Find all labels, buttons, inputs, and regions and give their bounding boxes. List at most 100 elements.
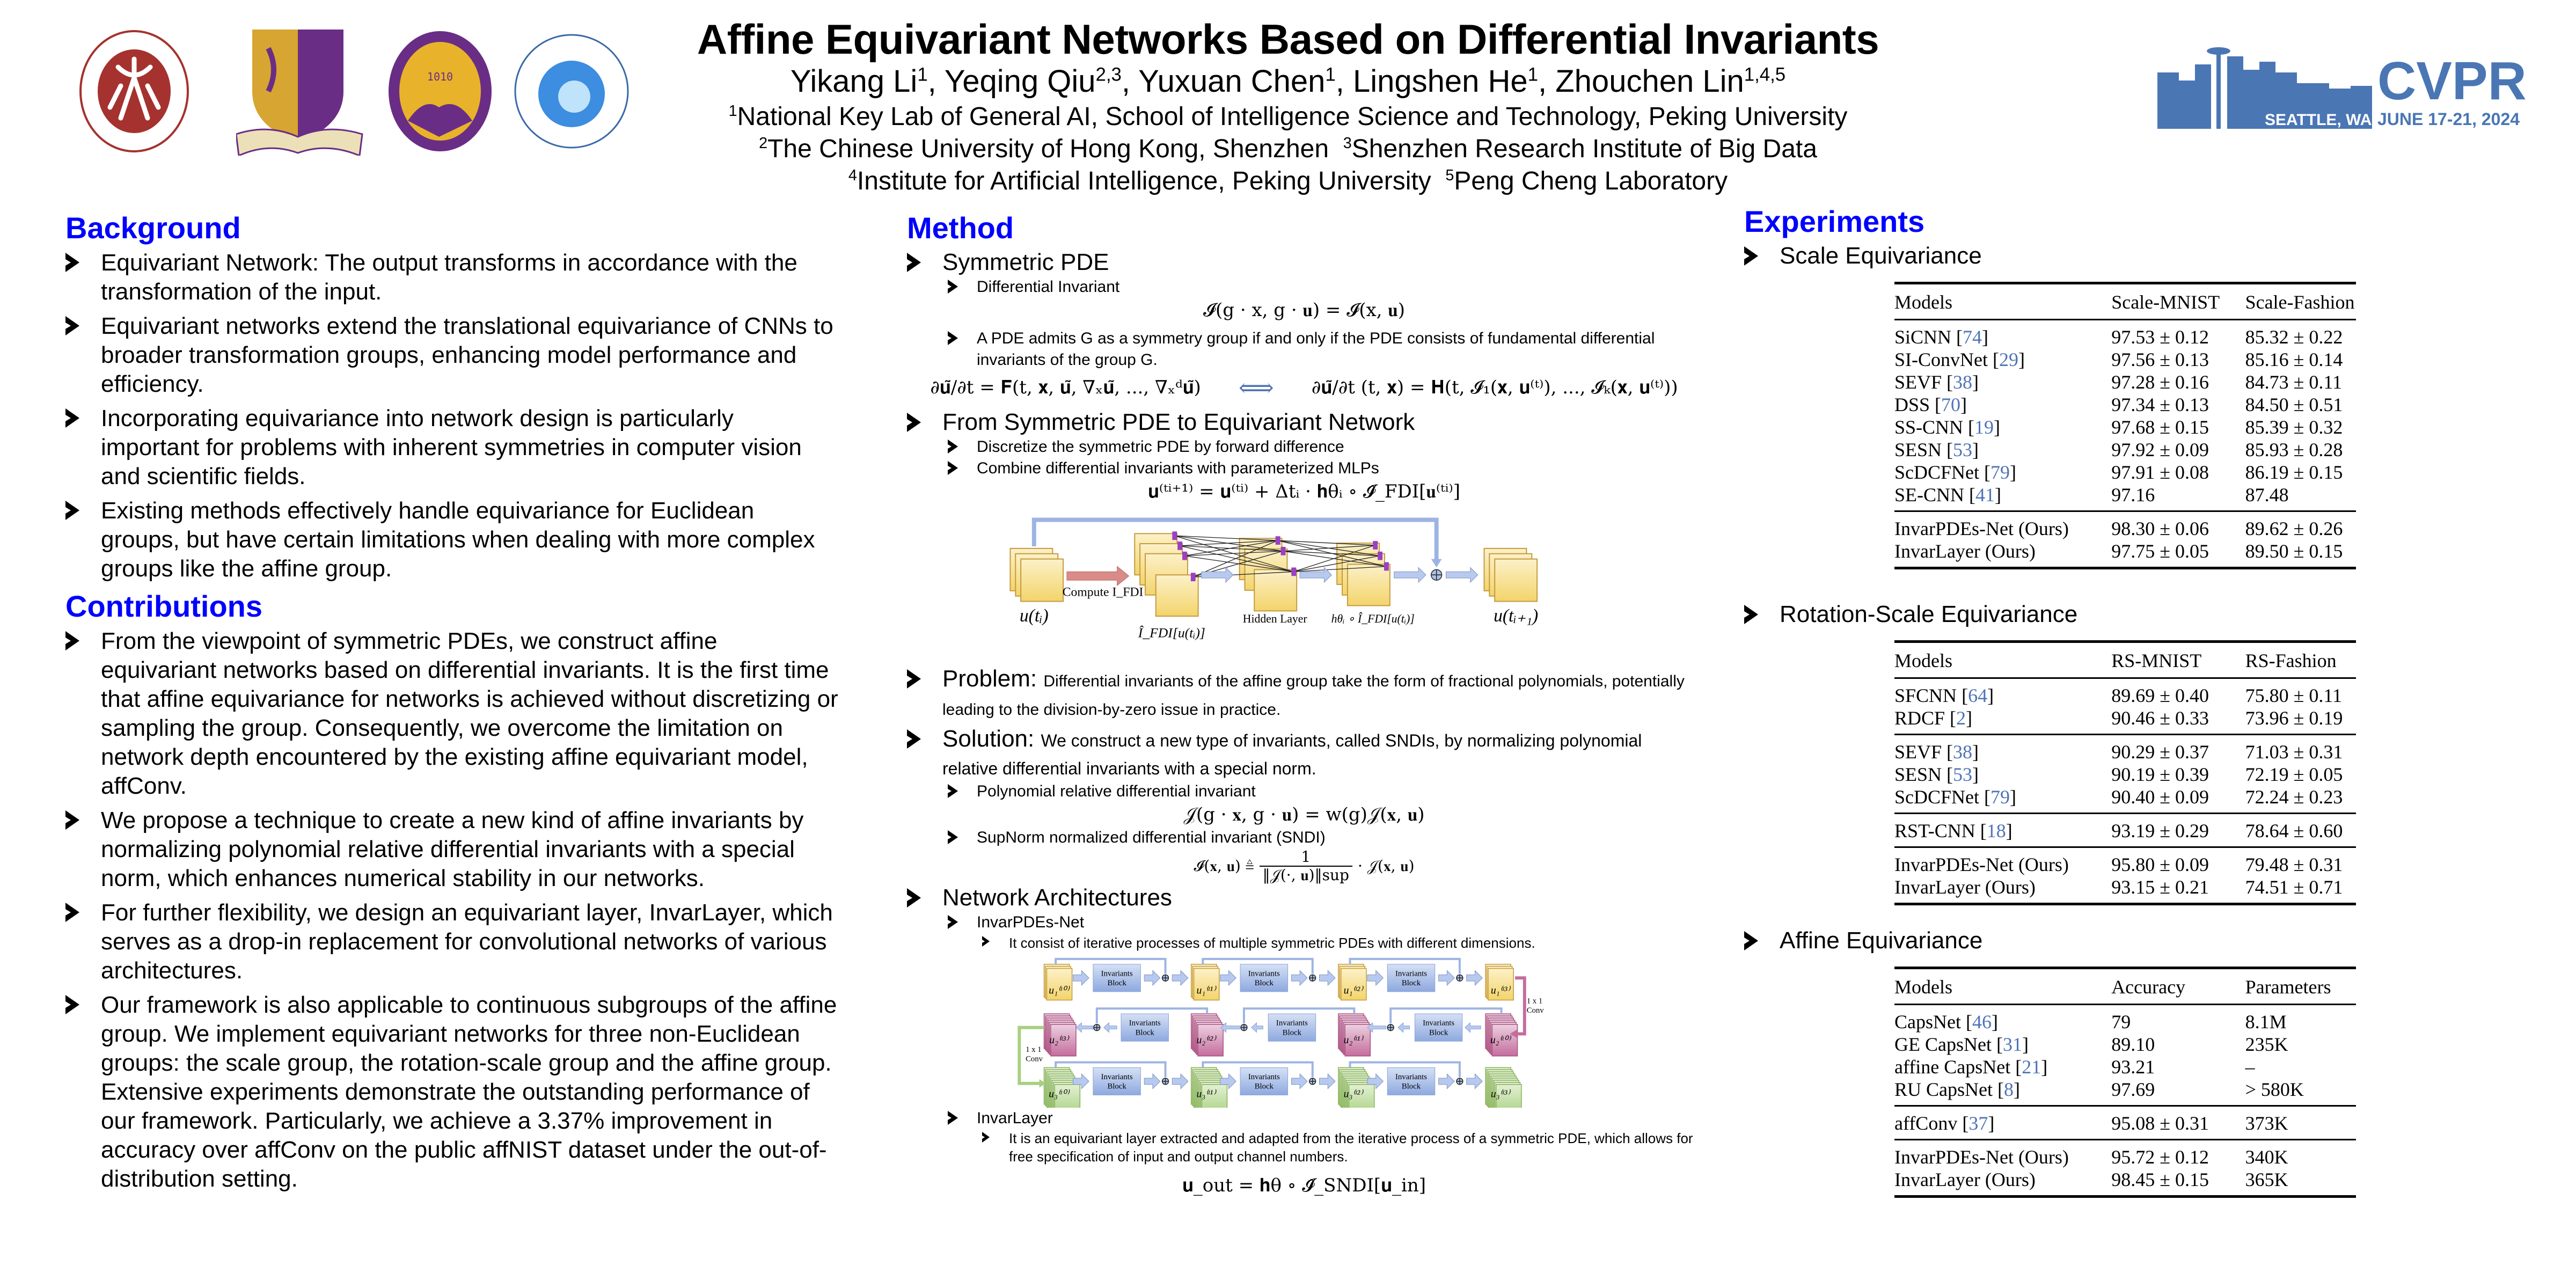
arrow-bullet-icon xyxy=(982,1132,990,1143)
arrow-bullet-icon xyxy=(948,1111,958,1125)
citation-link[interactable]: 31 xyxy=(2002,1034,2022,1055)
invarpdes-desc: It consist of iterative processes of mul… xyxy=(1009,935,1535,951)
method-heading: Method xyxy=(907,211,1014,245)
arrow-icon xyxy=(1291,1073,1308,1089)
author-name: Yikang Li xyxy=(790,64,918,99)
value-cell: 75.80 ± 0.11 xyxy=(2245,685,2342,706)
arrow-icon xyxy=(1291,970,1308,986)
arrow-bullet-icon xyxy=(65,631,79,650)
citation-link[interactable]: 18 xyxy=(1986,820,2006,841)
invariant-feature-stack xyxy=(1134,533,1199,617)
skip-connection-arrow xyxy=(1349,957,1461,974)
pde-row: u₂⁽ᵗ³⁾u₂⁽ᵗ²⁾u₂⁽ᵗ¹⁾u₂⁽ᵗ⁰⁾InvariantsBlockI… xyxy=(1043,1007,1518,1057)
affiliation-line-2: 2The Chinese University of Hong Kong, Sh… xyxy=(0,134,2576,164)
discretize-item: Discretize the symmetric PDE by forward … xyxy=(907,436,1701,458)
feature-stack: u₃⁽ᵗ²⁾ xyxy=(1338,1067,1375,1108)
sum-icon xyxy=(1387,1023,1394,1031)
skip-connection-arrow xyxy=(1202,1061,1314,1077)
citation-link[interactable]: 2 xyxy=(1956,707,1966,729)
model-name: SEVF xyxy=(1894,371,1942,393)
arrow-bullet-icon xyxy=(907,729,921,749)
pde-equivalence-formula: ∂𝐮̃/∂t = 𝐅(t, 𝐱, 𝐮̃, ∇ₓ𝐮̃, ..., ∇ₓᵈ𝐮̃) ⟺… xyxy=(907,375,1701,400)
block-label: Block xyxy=(1108,1082,1127,1091)
neuron-marker xyxy=(1182,551,1187,560)
column-header: Scale-Fashion xyxy=(2245,291,2355,313)
arrow-bullet-icon xyxy=(65,316,79,335)
value-cell: 97.92 ± 0.09 xyxy=(2111,439,2209,460)
model-cell: ScDCFNet [79] xyxy=(1894,462,2017,483)
citation-link[interactable]: 41 xyxy=(1975,484,1995,506)
feature-stack: u₃⁽ᵗ³⁾ xyxy=(1485,1067,1522,1108)
author-name: Lingshen He xyxy=(1352,64,1528,99)
contributions-text: We propose a technique to create a new k… xyxy=(101,807,804,891)
state-label: u₃⁽ᵗ⁰⁾ xyxy=(1049,1088,1070,1100)
citation-link[interactable]: 53 xyxy=(1953,439,1973,460)
method-column: Method Symmetric PDE Differential Invari… xyxy=(907,210,1701,1198)
arrow-icon xyxy=(1319,1073,1336,1089)
sndi-denominator: ‖𝒥(·, 𝐮)‖sup xyxy=(1259,866,1352,884)
poly-invariant-item: Polynomial relative differential invaria… xyxy=(907,781,1701,802)
model-cell: SEVF [38] xyxy=(1894,371,1979,393)
differential-invariant-item: Differential Invariant xyxy=(907,276,1701,298)
citation-link[interactable]: 37 xyxy=(1968,1113,1988,1134)
citation-link[interactable]: 38 xyxy=(1953,741,1973,763)
svg-text:CVPR: CVPR xyxy=(2377,51,2527,111)
citation-link[interactable]: 79 xyxy=(1990,462,2010,483)
value-cell: 85.16 ± 0.14 xyxy=(2245,349,2343,370)
affiliation-number: 4 xyxy=(848,167,857,184)
citation-link[interactable]: 38 xyxy=(1953,371,1973,393)
sndi-label: SupNorm normalized differential invarian… xyxy=(977,829,1326,846)
model-name: InvarPDEs-Net (Ours) xyxy=(1894,1146,2069,1168)
citation-link[interactable]: 8 xyxy=(2004,1079,2014,1100)
model-cell: affine CapsNet [21] xyxy=(1894,1056,2048,1078)
experiment-subtitle: Affine Equivariance xyxy=(1744,927,2388,955)
citation-link[interactable]: 53 xyxy=(1953,764,1973,785)
model-cell: SI-ConvNet [29] xyxy=(1894,349,2025,370)
state-label: u₂⁽ᵗ²⁾ xyxy=(1196,1034,1217,1046)
neuron-marker xyxy=(1190,573,1196,582)
block-label: Invariants xyxy=(1101,1073,1133,1081)
double-arrow-icon: ⟺ xyxy=(1238,373,1274,402)
citation-link[interactable]: 19 xyxy=(1974,416,1994,438)
arrow-icon xyxy=(1299,567,1333,583)
background-text: Equivariant Network: The output transfor… xyxy=(101,250,797,305)
citation-link[interactable]: 79 xyxy=(1990,786,2010,808)
model-name: RST-CNN xyxy=(1894,820,1975,841)
feature-map xyxy=(1254,569,1298,612)
citation-link[interactable]: 70 xyxy=(1941,394,1961,415)
value-cell: 95.72 ± 0.12 xyxy=(2111,1146,2209,1168)
background-item: Equivariant networks extend the translat… xyxy=(65,312,838,399)
author-list: Yikang Li1, Yeqing Qiu2,3, Yuxuan Chen1,… xyxy=(790,64,1786,99)
block-label: Invariants xyxy=(1395,1073,1427,1081)
experiment-subtitle-text: Affine Equivariance xyxy=(1780,927,1983,954)
feature-map xyxy=(1155,574,1199,617)
contributions-text: Our framework is also applicable to cont… xyxy=(101,992,837,1192)
state-label: u₃⁽ᵗ³⁾ xyxy=(1491,1088,1511,1100)
citation-link[interactable]: 21 xyxy=(2022,1056,2041,1078)
skip-connection-arrow xyxy=(1095,1007,1209,1023)
arrow-icon xyxy=(1438,1073,1455,1089)
skip-connection-arrow xyxy=(1055,1061,1167,1077)
value-cell: 89.50 ± 0.15 xyxy=(2245,540,2343,562)
table-row: affine CapsNet [21]93.21– xyxy=(1894,1056,2356,1078)
model-cell: RDCF [2] xyxy=(1894,707,1973,729)
citation-link[interactable]: 46 xyxy=(1972,1011,1992,1033)
citation-link[interactable]: 29 xyxy=(1999,349,2018,370)
contributions-item: We propose a technique to create a new k… xyxy=(65,806,838,893)
arrow-icon xyxy=(1144,970,1161,986)
sndi-numerator: 1 xyxy=(1301,848,1311,866)
contributions-heading: Contributions xyxy=(65,589,263,623)
value-cell: 93.15 ± 0.21 xyxy=(2111,876,2209,898)
citation-link[interactable]: 74 xyxy=(1963,326,1982,348)
experiment-subtitle-text: Scale Equivariance xyxy=(1780,243,1982,269)
arrow-bullet-icon xyxy=(907,413,921,432)
citation-link[interactable]: 64 xyxy=(1968,685,1988,706)
value-cell: 84.73 ± 0.11 xyxy=(2245,371,2342,393)
state-label: u₁⁽ᵗ³⁾ xyxy=(1491,985,1511,997)
value-cell: 97.56 ± 0.13 xyxy=(2111,349,2209,370)
